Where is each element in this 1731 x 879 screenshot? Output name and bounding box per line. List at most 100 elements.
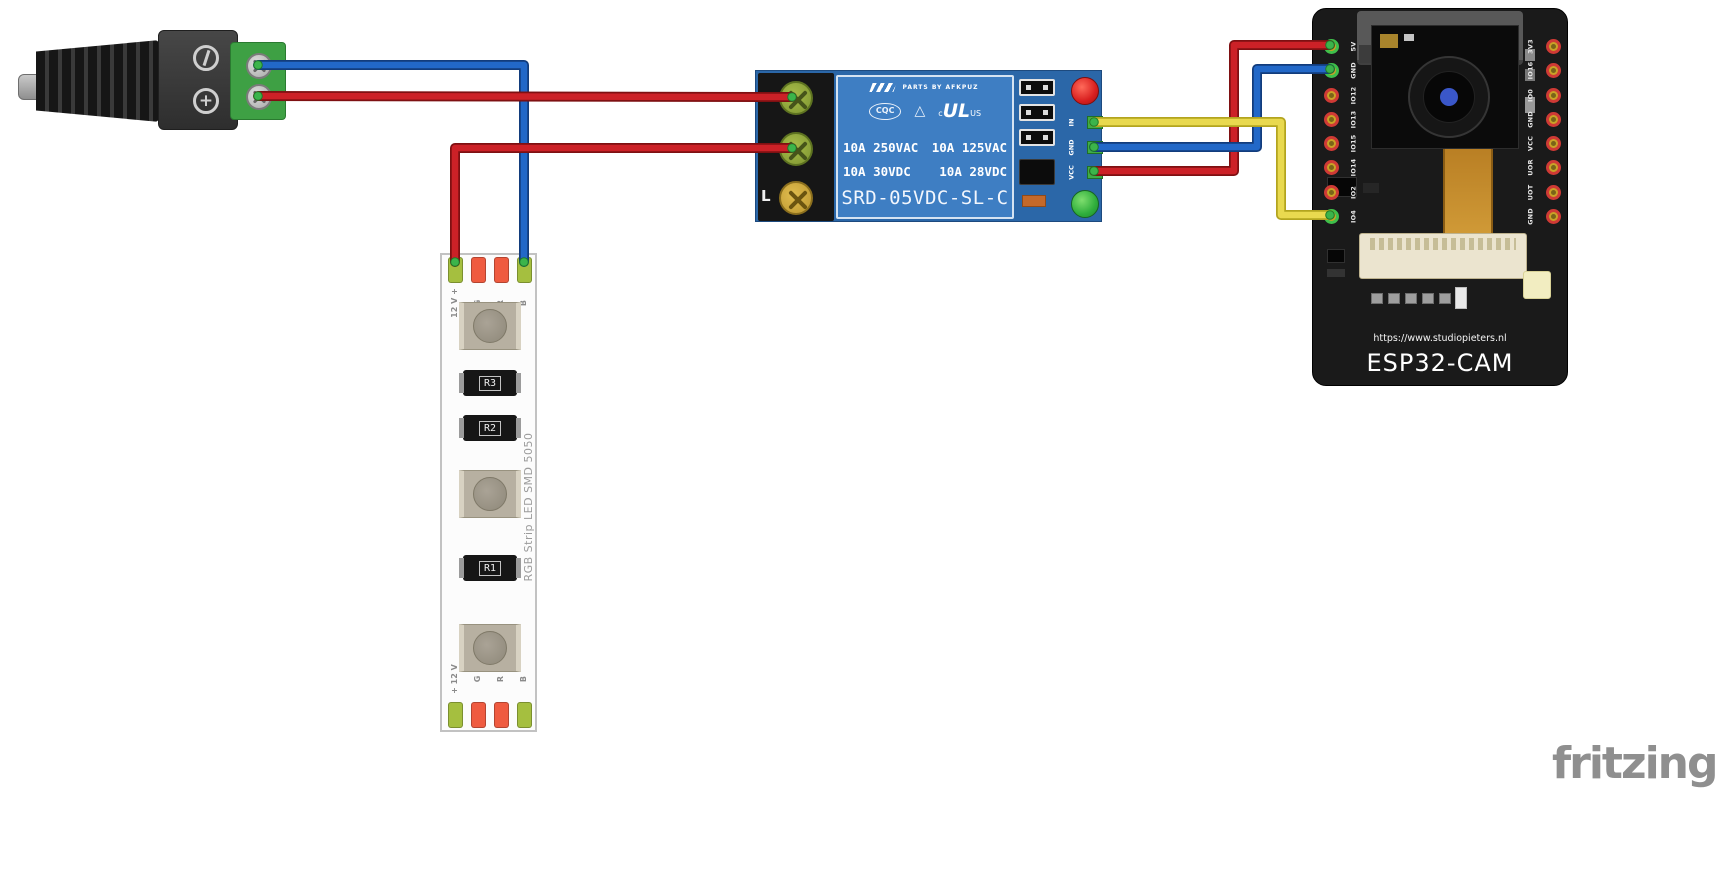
relay-terminal-screw-1[interactable] [779,81,813,115]
strip-side-label: RGB Strip LED SMD 5050 [522,432,535,582]
relay-pin-label-in: IN [1067,118,1076,127]
rating-2-left: 10A 30VDC [843,164,911,179]
wire-relay-gnd-to-esp-gnd[interactable] [1090,65,1334,151]
fritzing-logo: fritzing [1552,738,1718,789]
wire-dc-minus-to-strip-b[interactable] [254,61,528,266]
relay-pin-gnd[interactable] [1087,141,1103,154]
esp-pin-gnd[interactable] [1324,63,1339,79]
relay-pin-vcc[interactable] [1087,166,1103,179]
wire-relay-in-to-esp-io4[interactable] [1089,117,1335,220]
pin-label: IO14 [1349,159,1358,177]
pin-label: 3V3 [1526,39,1535,54]
resistor-r1: R1 [459,555,521,581]
pin-label: UOR [1526,159,1535,177]
plug-tip [18,74,38,100]
plus-sign: + [198,90,214,111]
esp-pin-gnd3[interactable] [1546,209,1561,225]
dc-power-jack[interactable]: + [18,28,288,132]
led-chip-1 [459,302,521,350]
esp-pin-gnd2[interactable] [1546,111,1561,127]
wire-relay-vcc-to-esp-5v[interactable] [1090,41,1334,175]
camera-module [1371,25,1519,149]
resistor-r2: R2 [459,415,521,441]
polarity-tip-icon [193,45,219,71]
led-chip-2 [459,470,521,518]
capacitor-row [1371,293,1451,304]
esp-pin-vcc[interactable] [1546,136,1561,152]
led-chip-3 [459,624,521,672]
wire-relay-no-to-strip-12v[interactable] [450,143,797,267]
pin-label: IO2 [1349,185,1358,199]
esp-pin-io0[interactable] [1546,87,1561,103]
rating-2-right: 10A 28VDC [939,164,1007,179]
strip-bottom-label-r: R [496,675,505,683]
lens-inner [1423,71,1475,123]
triangle-cert-icon: △ [914,103,926,119]
pin-label: GND [1526,111,1535,128]
wire-relay-in-to-esp-io4[interactable] [1090,118,1334,219]
esp-pin-io13[interactable] [1324,111,1339,127]
relay-jumper-3[interactable] [1019,129,1055,146]
esp-pin-3v3[interactable] [1546,39,1561,54]
relay-header-pins [1087,116,1103,179]
esp-pin-io15[interactable] [1324,136,1339,152]
smd-ic-3 [1327,249,1345,263]
relay-terminal-screw-2[interactable] [779,132,813,166]
esp-pin-uot[interactable] [1546,184,1561,200]
pin-label: IO15 [1349,134,1358,153]
relay-rating-row-2: 10A 30VDC 10A 28VDC [843,164,1007,179]
ul-suffix: US [970,109,982,118]
capacitor [1439,293,1451,304]
esp32-cam-board[interactable]: https://www.studiopieters.nl ESP32-CAM 5… [1312,8,1568,386]
smd-ic-2 [1363,183,1379,193]
strip-bottom-pad-g[interactable] [471,702,486,728]
strip-bottom-pad-12v[interactable] [448,702,463,728]
wire-dc-plus-to-relay-com[interactable] [254,92,796,101]
strip-bottom-pad-r[interactable] [494,702,509,728]
camera-detail-gold [1380,34,1398,48]
strip-top-pad-12v[interactable] [448,257,463,283]
esp-pin-io12[interactable] [1324,87,1339,103]
wire-dc-plus-to-relay-com[interactable] [253,91,797,102]
relay-brand-row: PARTS BY AFKPUZ [838,83,1012,92]
strip-bottom-pad-b[interactable] [517,702,532,728]
strip-bottom-label-b: B [519,675,528,683]
strip-top-pad-b[interactable] [517,257,532,283]
resistor-label: R1 [478,560,502,576]
relay-jumper-2[interactable] [1019,104,1055,121]
polarity-bar [202,49,210,67]
esp-pin-io14[interactable] [1324,160,1339,176]
relay-pin-in[interactable] [1087,116,1103,129]
terminal-screw-positive[interactable] [246,53,272,79]
esp-pin-io2[interactable] [1324,184,1339,200]
resistor-label: R2 [478,420,502,436]
relay-brand-text: PARTS BY AFKPUZ [902,84,979,91]
pin-label: IO13 [1349,110,1358,129]
esp-pin-io4[interactable] [1324,209,1339,225]
wire-relay-no-to-strip-12v[interactable] [451,144,796,266]
capacitor [1422,293,1434,304]
rgb-led-strip[interactable]: 12 V + G R B R3 R2 R1 RGB Strip LED SMD … [440,253,537,732]
resistor-label: R3 [478,375,502,391]
strip-top-pad-r[interactable] [494,257,509,283]
wire-relay-gnd-to-esp-gnd[interactable] [1089,64,1335,152]
wire-dc-minus-to-strip-b[interactable] [253,60,529,267]
terminal-screw-negative[interactable] [246,84,272,110]
esp-pin-uor[interactable] [1546,160,1561,176]
board-title: ESP32-CAM [1366,349,1514,377]
capacitor [1388,293,1400,304]
pin-label: IO12 [1349,86,1358,104]
pin-label: IO16 [1526,61,1535,80]
relay-jumper-1[interactable] [1019,79,1055,96]
relay-transistor [1019,159,1055,185]
esp-pin-5v[interactable] [1324,39,1339,54]
relay-terminal-screw-3[interactable] [779,181,813,215]
esp-pin-io16[interactable] [1546,63,1561,79]
wire-relay-vcc-to-esp-5v[interactable] [1089,40,1335,176]
strip-top-pad-g[interactable] [471,257,486,283]
